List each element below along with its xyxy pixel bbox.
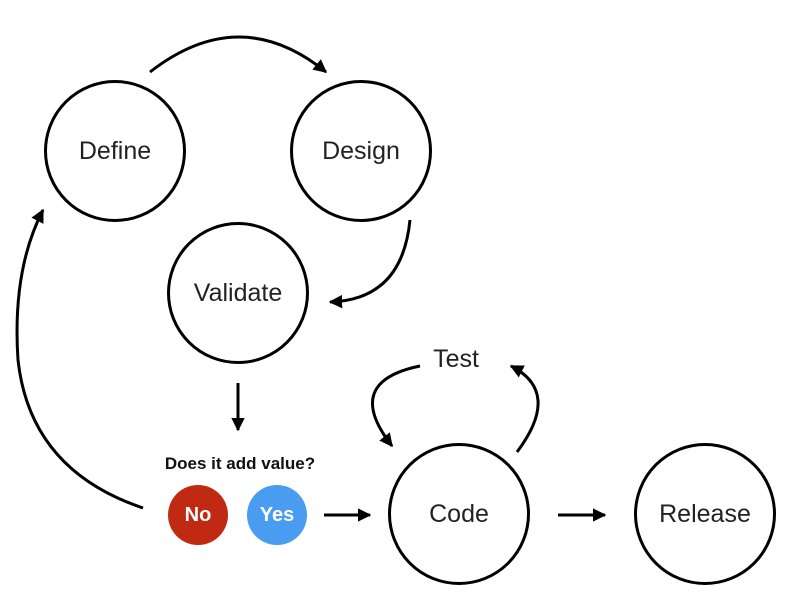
node-release: Release xyxy=(634,443,776,585)
arrow-code-to-test xyxy=(509,364,540,453)
node-code-label: Code xyxy=(429,499,489,528)
node-validate-label: Validate xyxy=(193,278,283,307)
node-define: Define xyxy=(44,80,186,222)
arrow-design-to-validate xyxy=(328,219,412,309)
node-code: Code xyxy=(388,443,530,585)
node-validate: Validate xyxy=(167,222,309,364)
decision-question: Does it add value? xyxy=(164,454,316,473)
node-design: Design xyxy=(290,80,432,222)
arrow-test-to-code xyxy=(371,364,421,448)
node-define-label: Define xyxy=(78,136,152,165)
node-design-label: Design xyxy=(322,136,400,165)
test-label: Test xyxy=(433,345,479,373)
answer-yes-label: Yes xyxy=(259,503,295,526)
arrow-no-to-define xyxy=(15,208,144,510)
answer-no-label: No xyxy=(184,503,212,526)
answer-no-badge: No xyxy=(168,485,228,545)
answer-yes-badge: Yes xyxy=(247,485,307,545)
node-release-label: Release xyxy=(659,499,751,528)
arrow-define-to-design xyxy=(149,35,328,74)
